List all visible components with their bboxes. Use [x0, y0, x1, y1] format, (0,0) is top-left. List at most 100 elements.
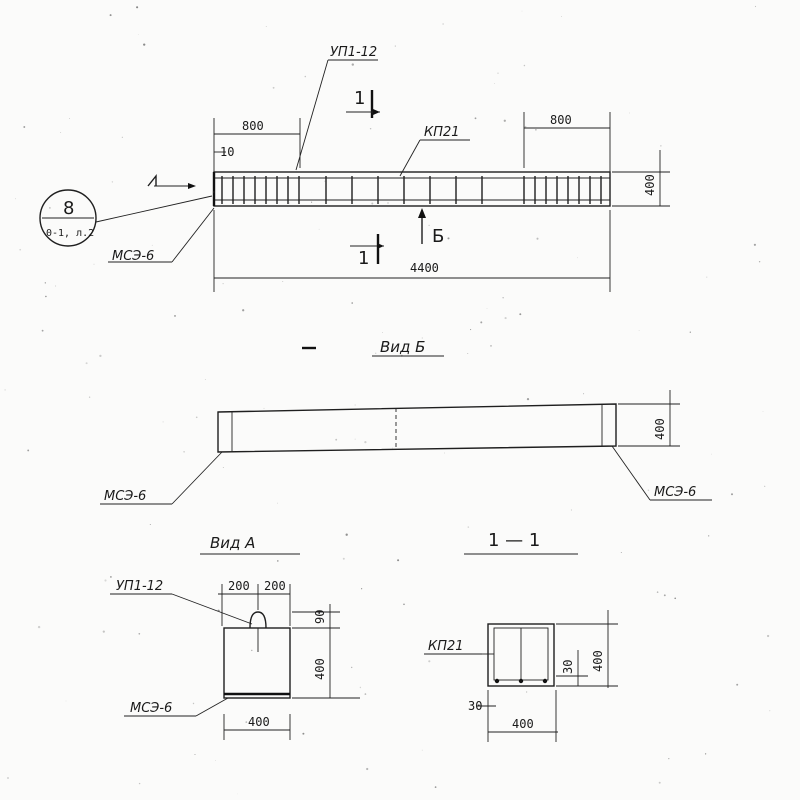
speckle: [526, 691, 528, 693]
view-b-leader-right: [611, 445, 651, 501]
view-a-lifting-loop: [249, 611, 267, 629]
speckle: [442, 23, 444, 25]
speckle: [524, 125, 527, 128]
view-b: Вид Б 400 МСЭ-6 МСЭ-6: [100, 338, 712, 505]
speckle: [15, 198, 17, 200]
dim-height-400-main: 400: [643, 174, 657, 196]
speckle: [183, 450, 185, 453]
speckle: [45, 295, 47, 298]
view-a-label-upi: УП1-12: [116, 579, 163, 594]
section-mark-top-arrowhead: [373, 109, 380, 115]
speckle: [394, 45, 396, 47]
view-a-leader-upi: [171, 593, 253, 625]
speckle: [251, 649, 253, 652]
speckle: [27, 449, 30, 452]
section-rebar-right: [542, 678, 548, 684]
speckle: [668, 757, 670, 760]
speckle: [194, 753, 196, 756]
speckle: [263, 407, 265, 409]
speckle: [361, 588, 363, 590]
beam-outline: [213, 171, 611, 207]
speckle: [364, 693, 367, 695]
section-dim-30-bottom: 30: [468, 699, 482, 713]
speckle: [41, 329, 44, 332]
speckle: [149, 523, 151, 526]
speckle: [375, 352, 377, 354]
speckle: [192, 702, 195, 705]
speckle: [137, 34, 139, 35]
dim-right-800: 800: [550, 113, 572, 127]
speckle: [436, 265, 438, 267]
speckle: [753, 243, 756, 246]
speckle: [335, 438, 338, 441]
speckle: [351, 63, 354, 66]
speckle: [345, 533, 348, 536]
speckle: [503, 119, 506, 122]
speckle: [282, 281, 284, 282]
speckle: [93, 263, 95, 265]
speckle: [371, 202, 374, 205]
section-title: 1 — 1: [488, 530, 540, 551]
speckle: [359, 686, 362, 689]
view-a-dim-200-right: 200: [264, 579, 286, 593]
speckle: [434, 786, 437, 788]
speckle: [121, 136, 123, 138]
speckle: [674, 597, 677, 600]
speckle: [577, 257, 579, 259]
speckle: [138, 632, 141, 635]
speckle: [444, 452, 446, 454]
speckle: [49, 207, 51, 209]
speckle: [447, 237, 450, 240]
speckle: [467, 353, 469, 354]
leader-mesh-left: [171, 207, 215, 263]
section-mark-1-top: 1: [354, 88, 365, 109]
speckle: [689, 331, 691, 333]
speckle: [660, 145, 662, 147]
speckle: [304, 75, 307, 78]
speckle: [480, 321, 483, 324]
speckle: [222, 467, 224, 468]
leader-upi-top: [295, 59, 329, 171]
speckle: [535, 129, 537, 131]
view-a-title: Вид А: [210, 534, 255, 552]
speckle: [104, 579, 107, 582]
label-mesh-left: МСЭ-6: [112, 249, 154, 264]
speckle: [242, 309, 245, 312]
speckle: [708, 535, 710, 537]
speckle: [762, 411, 764, 412]
speckle: [467, 526, 470, 528]
speckle: [486, 308, 488, 309]
detail-circle-number: 8: [63, 198, 74, 219]
speckle: [272, 86, 275, 89]
detail-reference-circle: [39, 189, 97, 247]
section-outline: [487, 623, 555, 687]
main-elevation: 800 800 10 400 4400 УП1-12 КП21 1: [39, 45, 670, 292]
speckle: [470, 329, 472, 331]
speckle: [421, 749, 423, 751]
speckle: [647, 489, 650, 492]
speckle: [23, 126, 26, 128]
view-b-mark: Б: [432, 226, 444, 247]
speckle: [392, 447, 393, 449]
speckle: [212, 191, 215, 193]
speckle: [143, 43, 146, 46]
speckle: [318, 228, 320, 230]
speckle: [7, 777, 9, 779]
speckle: [490, 345, 492, 347]
speckle: [277, 560, 279, 562]
speckle: [195, 416, 198, 419]
dim-left-800: 800: [242, 119, 264, 133]
speckle: [88, 396, 91, 398]
speckle: [350, 666, 353, 669]
view-b-label-mesh-left: МСЭ-6: [104, 489, 146, 504]
speckle: [754, 5, 757, 8]
section-dim-30-side: 30: [561, 660, 575, 674]
speckle: [311, 201, 313, 203]
speckle: [354, 438, 356, 440]
speckle: [237, 793, 238, 795]
section-rebar-mid: [518, 678, 524, 684]
speckle: [4, 389, 6, 391]
speckle: [44, 282, 46, 284]
speckle: [711, 453, 712, 455]
speckle: [366, 767, 369, 771]
